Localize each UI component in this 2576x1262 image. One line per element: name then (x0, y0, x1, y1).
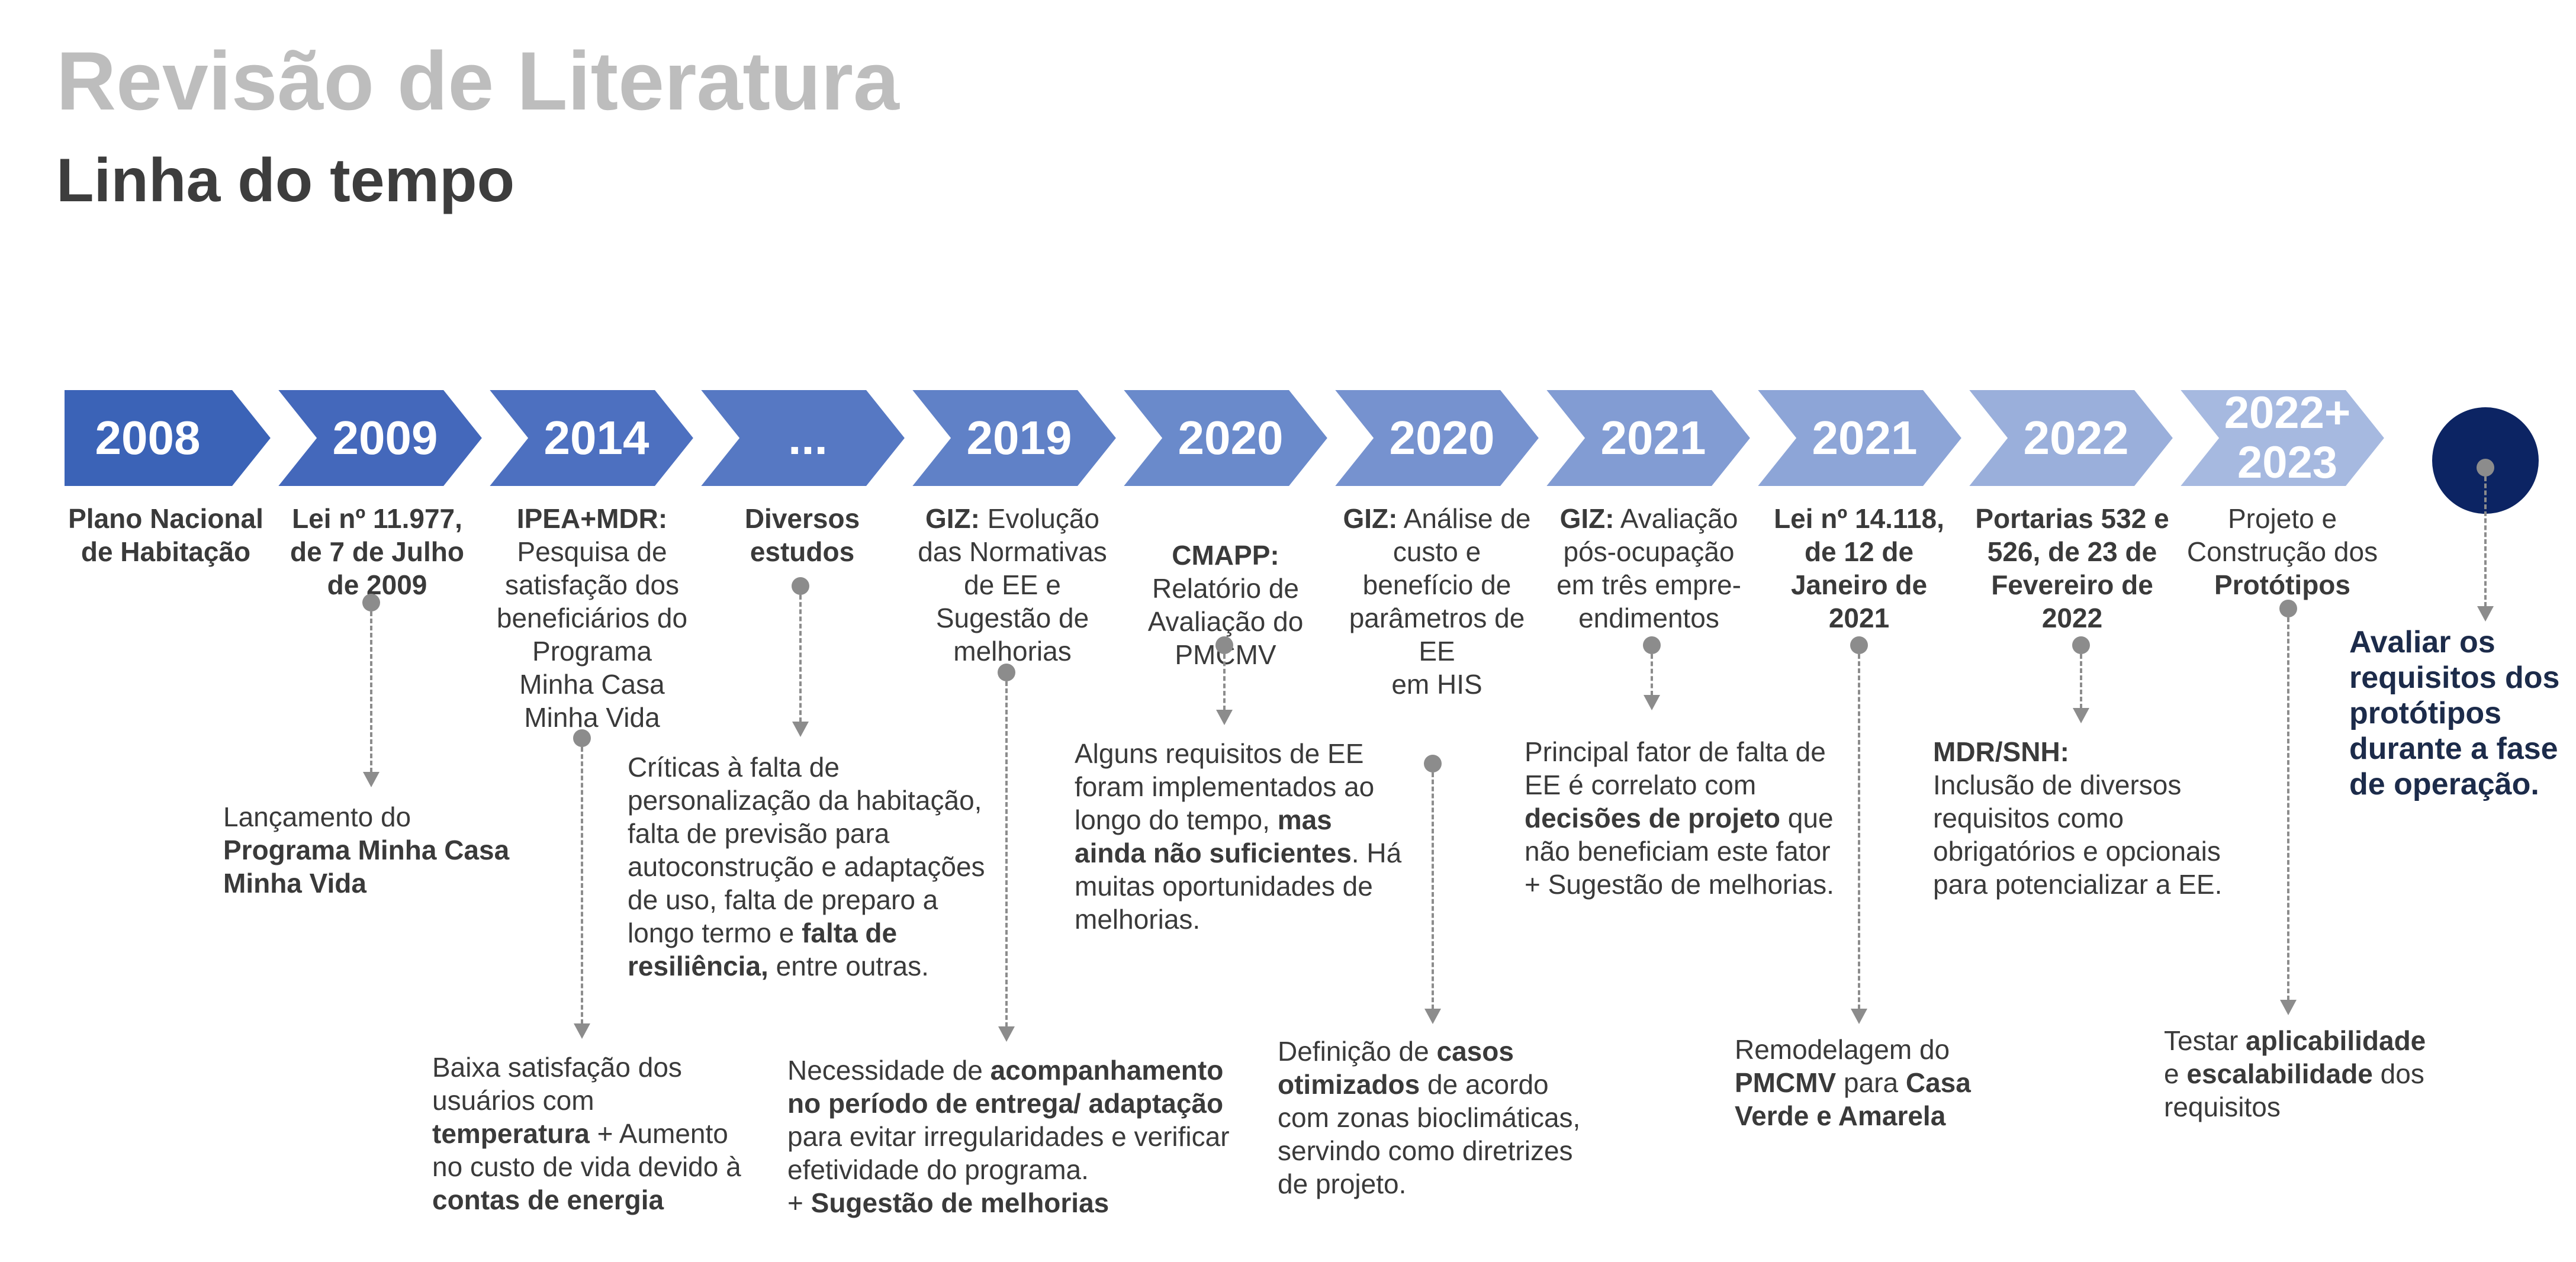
connector-dot (1850, 636, 1868, 654)
connector-dot (792, 577, 809, 595)
timeline-year-label: 2021 (1812, 411, 1918, 464)
connector-dot (362, 594, 380, 611)
connector-line (799, 595, 802, 722)
connector-arrow (2280, 1000, 2297, 1015)
connector-dot (1424, 755, 1442, 772)
connector-dot (573, 729, 591, 747)
page-title: Revisão de Literatura (56, 34, 899, 127)
timeline-chevron (60, 385, 277, 491)
connector-line (1432, 772, 1434, 1009)
timeline-year-label: 2009 (332, 411, 438, 464)
timeline-chevron (1748, 385, 1968, 491)
timeline-year-label: 2008 (95, 411, 201, 464)
connector-arrow (2073, 708, 2089, 723)
connector-arrow (1851, 1009, 1867, 1024)
connector-arrow (363, 772, 380, 787)
timeline-chevron (691, 385, 911, 491)
connector-dot (1215, 636, 1233, 654)
final-step-text: Avaliar os requisitos dos protótipos dur… (2349, 625, 2560, 801)
connector-dot (998, 664, 1015, 681)
connector-arrow (998, 1026, 1015, 1042)
timeline-year-label: 2019 (966, 411, 1072, 464)
timeline-chevron (1325, 385, 1545, 491)
connector-arrow (1216, 710, 1233, 725)
timeline-year-label: ... (788, 411, 828, 464)
timeline-chevron (2170, 385, 2391, 491)
timeline-year-label: 2022+2023 (2224, 388, 2351, 488)
timeline-chevron (1959, 385, 2179, 491)
connector-line (1651, 654, 1653, 696)
connector-arrow (792, 722, 809, 737)
connector-arrow (574, 1023, 590, 1039)
timeline-year-label: 2014 (543, 411, 649, 464)
connector-dot (1643, 636, 1661, 654)
connector-line (581, 747, 583, 1024)
timeline-year-label: 2022 (2023, 411, 2129, 464)
connector-line (2484, 477, 2487, 607)
connector-arrow (1424, 1009, 1441, 1024)
timeline-chevron (268, 385, 488, 491)
timeline-chevron (902, 385, 1123, 491)
timeline-chevron (480, 385, 700, 491)
page-subtitle: Linha do tempo (56, 146, 515, 215)
timeline-year-label: 2020 (1389, 411, 1495, 464)
connector-arrow (1644, 695, 1660, 710)
timeline-chevron (1114, 385, 1334, 491)
connector-dot (2279, 600, 2297, 617)
connector-line (2287, 617, 2289, 1000)
connector-line (1858, 654, 1860, 1009)
connector-line (2080, 654, 2082, 709)
timeline-chevron (1536, 385, 1757, 491)
connector-line (1223, 654, 1226, 710)
connector-line (1005, 681, 1008, 1027)
timeline-year-label: 2020 (1178, 411, 1284, 464)
connector-dot (2072, 636, 2090, 654)
connector-dot (2477, 459, 2494, 477)
connector-line (370, 611, 372, 772)
timeline-year-label: 2021 (1600, 411, 1706, 464)
connector-arrow (2477, 606, 2494, 622)
